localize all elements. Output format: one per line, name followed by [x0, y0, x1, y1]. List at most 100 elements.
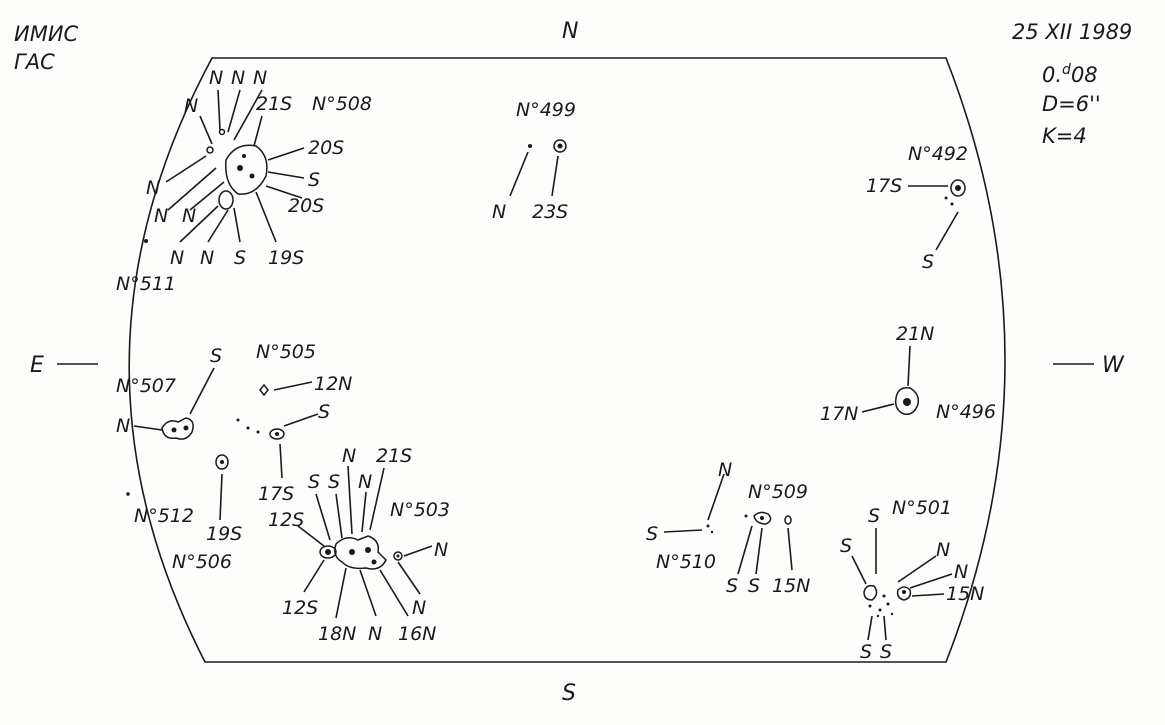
label-503-12s-b: 12S — [282, 597, 318, 619]
pointer-lines-508 — [165, 89, 305, 243]
pointer-499-n — [509, 151, 529, 197]
umbra-499 — [557, 143, 563, 149]
spot-503-a — [319, 545, 337, 559]
region-506: 19S N°506 — [172, 454, 242, 573]
label-508-n3: N — [253, 67, 267, 89]
spot-499-a — [528, 144, 532, 148]
label-505-s: S — [318, 401, 330, 423]
spot-511 — [144, 239, 148, 243]
spot-508-follower — [218, 190, 234, 210]
spot-501-b — [896, 586, 912, 601]
label-503-n4: N — [368, 623, 382, 645]
label-503-21s: 21S — [376, 445, 412, 467]
label-499-n: N — [492, 201, 506, 223]
region-label-511: N°511 — [116, 273, 176, 295]
observation-date: 25 XII 1989 — [1012, 20, 1133, 44]
label-492-17s: 17S — [866, 175, 902, 197]
spot-group-508 — [225, 144, 268, 195]
region-label-503: N°503 — [390, 499, 450, 521]
spot-503-b — [393, 551, 403, 561]
label-496-17n: 17N — [820, 403, 858, 425]
label-496-21n: 21N — [896, 323, 934, 345]
region-496: 21N 17N N°496 — [820, 323, 996, 425]
pointer-507-s — [189, 367, 215, 415]
label-508-n9: N — [146, 177, 160, 199]
label-499-23s: 23S — [532, 201, 568, 223]
pointer-509-15n — [787, 527, 793, 571]
compass-north: N — [562, 19, 578, 44]
region-507: N°507 S N — [116, 345, 222, 440]
spot-512 — [126, 492, 130, 496]
pointer-501-s1 — [851, 555, 867, 585]
label-508-20s-a: 20S — [308, 137, 344, 159]
label-503-12s-a: 12S — [268, 509, 304, 531]
label-508-n1: N — [209, 67, 223, 89]
pointer-509-n — [707, 473, 725, 521]
label-508-n6: N — [170, 247, 184, 269]
region-label-499: N°499 — [516, 99, 576, 121]
observation-quality: K=4 — [1042, 124, 1087, 148]
umbra-508c — [242, 154, 246, 158]
pointer-505-s — [283, 413, 319, 427]
observation-time-prefix: 0. — [1042, 63, 1063, 87]
label-501-s2: S — [868, 505, 880, 527]
label-503-n2: N — [342, 445, 356, 467]
label-501-n2: N — [954, 561, 968, 583]
label-509-n: N — [718, 459, 732, 481]
spot-496 — [894, 386, 920, 416]
pointer-501-n2 — [909, 573, 953, 589]
region-501: N°501 S S N N 15N S S — [840, 497, 984, 663]
pointer-507-n — [133, 425, 163, 431]
label-508-n7: N — [182, 205, 196, 227]
label-508-n5: N — [200, 247, 214, 269]
observatory-station: ГАС — [14, 50, 55, 74]
label-501-s3: S — [860, 641, 872, 663]
label-503-18n: 18N — [318, 623, 356, 645]
region-508: N°508 N N N N 21S 20S S 20S 19S S N N N … — [144, 67, 372, 269]
label-508-s: S — [308, 169, 320, 191]
label-508-n4: N — [184, 95, 198, 117]
spot-506 — [215, 454, 229, 470]
pointer-509-s1 — [737, 525, 753, 575]
spot-505-a — [259, 383, 269, 397]
label-507-s: S — [210, 345, 222, 367]
label-508-n8: N — [154, 205, 168, 227]
label-503-n5: N — [412, 597, 426, 619]
spot-501-a — [863, 584, 878, 601]
spot-509-a — [753, 511, 772, 525]
region-510: S N°510 — [646, 523, 716, 573]
label-492-s: S — [922, 251, 934, 273]
pointer-492-s — [935, 211, 959, 251]
pointer-496-17n — [861, 403, 895, 413]
observation-diameter: D=6'' — [1042, 92, 1101, 116]
spot-499-b — [553, 139, 567, 153]
umbra-492 — [955, 185, 961, 191]
label-509-s1: S — [726, 575, 738, 597]
spot-510 — [706, 524, 710, 528]
region-label-496: N°496 — [936, 401, 996, 423]
region-label-508: N°508 — [312, 93, 372, 115]
region-label-506: N°506 — [172, 551, 232, 573]
pointer-501-s4 — [883, 615, 887, 641]
pointer-506-19s — [219, 473, 223, 521]
label-508-21s: 21S — [256, 93, 292, 115]
pointer-501-s3 — [867, 615, 873, 641]
label-508-20s-b: 20S — [288, 195, 324, 217]
observation-time-unit: d — [1062, 62, 1071, 78]
pointer-499-23s — [551, 155, 559, 197]
spot-505-b — [269, 428, 285, 440]
region-505: N°505 12N S 17S — [236, 341, 352, 505]
label-505-12n: 12N — [314, 373, 352, 395]
region-label-510: N°510 — [656, 551, 716, 573]
spot-492 — [950, 179, 966, 197]
pointer-510-s — [663, 529, 703, 533]
pointer-501-15n — [911, 593, 945, 597]
label-508-s2: S — [234, 247, 246, 269]
solar-disk-outline — [128, 57, 1006, 663]
observation-time-value: 08 — [1070, 63, 1098, 87]
pointer-509-s2 — [755, 527, 763, 575]
label-503-n3: N — [358, 471, 372, 493]
spot-508-pore2 — [218, 128, 226, 136]
